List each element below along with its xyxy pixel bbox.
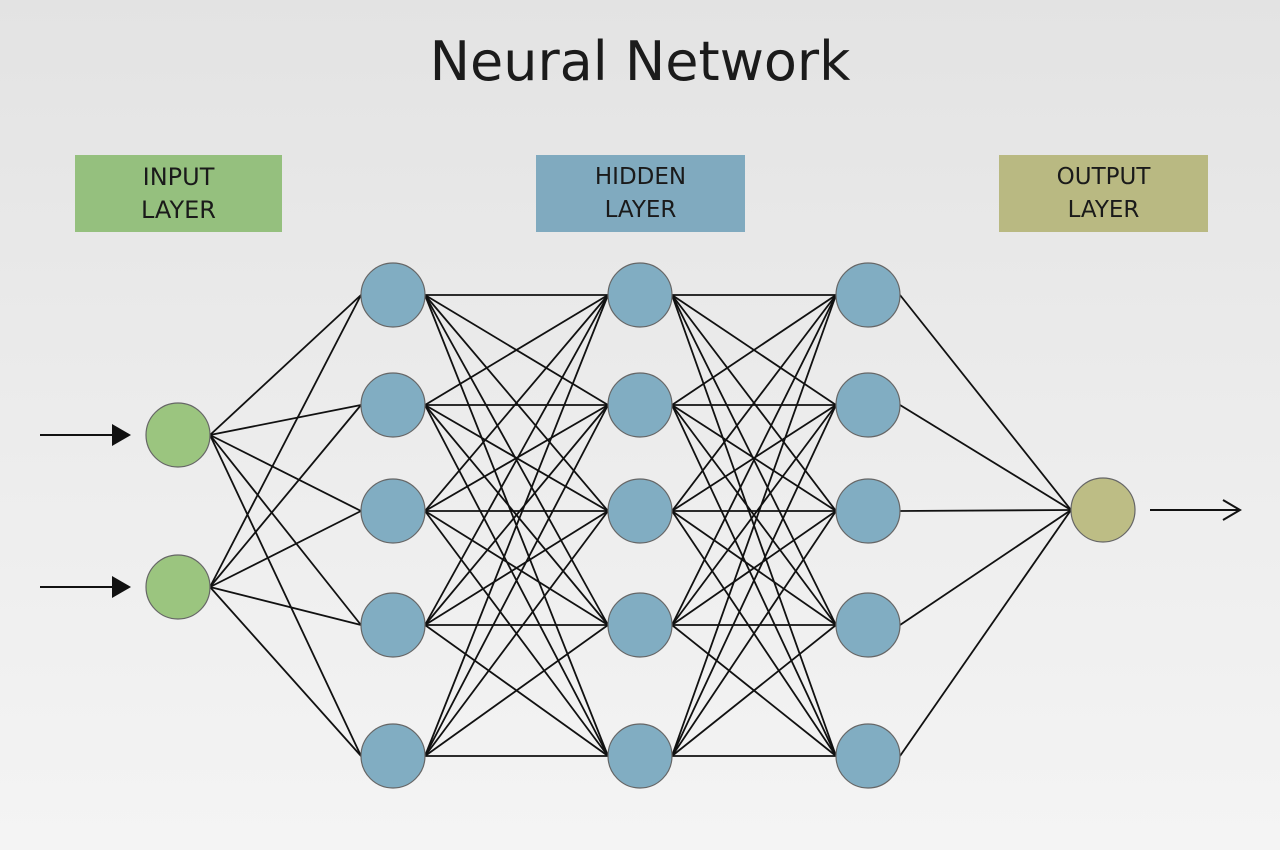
edge-input0-1-to-hidden1-2 [209,510,362,588]
edge-hidden1-3-to-hidden2-0 [424,294,609,626]
edges-group [209,294,1072,757]
edge-hidden2-1-to-hidden3-0 [671,294,837,406]
hidden-node-col1-0 [360,262,426,328]
input-arrow-head-icon-0 [112,424,131,446]
edge-hidden3-0-to-output4-0 [899,294,1072,511]
edge-hidden2-3-to-hidden3-0 [671,294,837,626]
edge-hidden1-2-to-hidden2-0 [424,294,609,512]
hidden-node-col1-4 [360,723,426,789]
edge-hidden2-3-to-hidden3-1 [671,404,837,626]
edge-input0-0-to-hidden1-2 [209,434,362,512]
hidden-layer-label-line1: HIDDEN [594,163,687,190]
input-layer-label-line2: LAYER [141,195,216,224]
edge-hidden2-4-to-hidden3-1 [671,404,837,757]
output-layer-label-line1: OUTPUT [1056,163,1151,190]
hidden-node-col3-3 [835,592,901,658]
edge-hidden2-3-to-hidden3-2 [671,510,837,626]
hidden-node-col2-4 [607,723,673,789]
edge-input0-0-to-hidden1-1 [209,404,362,436]
edge-hidden1-4-to-hidden2-2 [424,510,609,757]
edge-input0-0-to-hidden1-4 [209,434,362,757]
edge-input0-1-to-hidden1-1 [209,404,362,588]
output-layer-label-line2: LAYER [1067,196,1140,223]
nodes-group [145,262,1136,789]
hidden-node-col2-0 [607,262,673,328]
edge-hidden2-4-to-hidden3-3 [671,624,837,757]
edge-hidden1-4-to-hidden2-1 [424,404,609,757]
input-arrow-head-icon-1 [112,576,131,598]
hidden-node-col3-2 [835,478,901,544]
edge-hidden1-4-to-hidden2-3 [424,624,609,757]
edge-hidden1-3-to-hidden2-2 [424,510,609,626]
hidden-node-col3-1 [835,372,901,438]
edge-input0-0-to-hidden1-3 [209,434,362,626]
input-node-col0-1 [145,554,211,620]
edge-hidden1-3-to-hidden2-1 [424,404,609,626]
hidden-node-col2-2 [607,478,673,544]
edge-hidden2-4-to-hidden3-2 [671,510,837,757]
edge-hidden2-4-to-hidden3-0 [671,294,837,757]
edge-input0-0-to-hidden1-0 [209,294,362,436]
output-layer-label: OUTPUT LAYER [999,155,1208,232]
hidden-node-col1-1 [360,372,426,438]
hidden-node-col1-3 [360,592,426,658]
edge-hidden3-4-to-output4-0 [899,509,1072,757]
edge-hidden1-4-to-hidden2-0 [424,294,609,757]
hidden-layer-label: HIDDEN LAYER [536,155,745,232]
input-node-col0-0 [145,402,211,468]
arrows-group [40,424,1242,598]
edge-hidden2-2-to-hidden3-0 [671,294,837,512]
input-layer-label-line1: INPUT [142,162,215,191]
edge-input0-1-to-hidden1-4 [209,586,362,757]
edge-input0-1-to-hidden1-0 [209,294,362,588]
edge-hidden1-2-to-hidden2-1 [424,404,609,512]
hidden-layer-label-line2: LAYER [604,196,677,223]
input-layer-label: INPUT LAYER [75,155,282,232]
diagram-title: Neural Network [429,30,851,93]
hidden-node-col2-3 [607,592,673,658]
edge-hidden1-1-to-hidden2-0 [424,294,609,406]
edge-input0-1-to-hidden1-3 [209,586,362,626]
hidden-node-col2-1 [607,372,673,438]
output-arrow-head-icon-0 [1222,499,1242,521]
hidden-node-col3-0 [835,262,901,328]
edge-hidden3-3-to-output4-0 [899,509,1072,626]
hidden-node-col3-4 [835,723,901,789]
hidden-node-col1-2 [360,478,426,544]
output-node-col4-0 [1070,477,1136,543]
edge-hidden3-2-to-output4-0 [899,509,1072,512]
edge-hidden3-1-to-output4-0 [899,404,1072,511]
